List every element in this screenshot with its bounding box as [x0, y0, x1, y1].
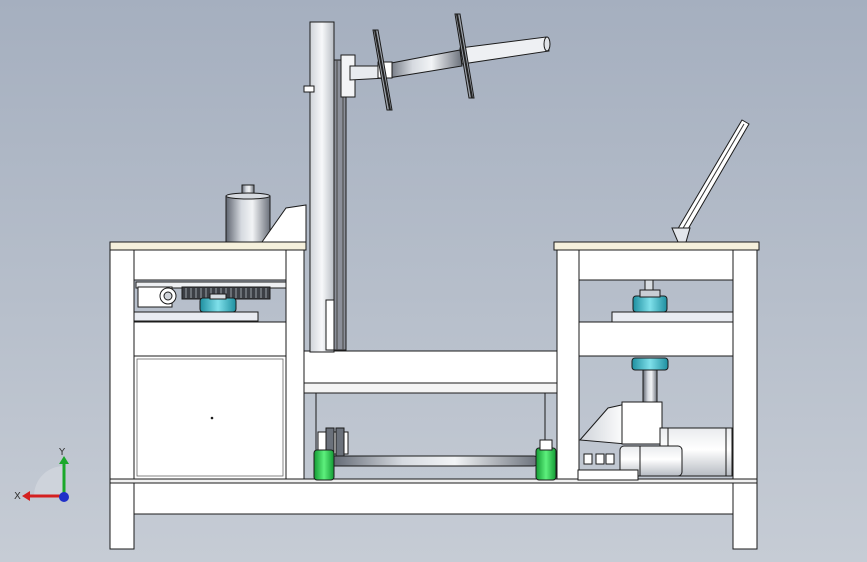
triad-y-label: Y — [58, 447, 66, 458]
left-table-top — [109, 241, 307, 251]
right-mechanism — [611, 279, 734, 323]
vertical-belt-wheel — [303, 21, 337, 353]
left-slide-plate — [133, 311, 259, 322]
teal-coupling-right — [632, 295, 668, 313]
triad-z-axis — [59, 492, 69, 502]
left-outer-leg — [109, 246, 135, 550]
bottom-shaft — [317, 427, 539, 467]
frame — [109, 246, 758, 550]
electric-motor — [577, 401, 733, 481]
right-slide-plate — [611, 311, 734, 323]
base-beam — [133, 480, 734, 515]
right-inner-leg — [556, 246, 580, 481]
coordinate-triad: X Y — [14, 447, 69, 502]
cabinet-door — [133, 355, 287, 480]
cylinder-weight — [225, 184, 271, 243]
adjust-lever — [671, 119, 750, 243]
teal-coupling-left — [199, 297, 237, 313]
grinding-disc-left — [372, 29, 393, 111]
green-bearing-blocks — [313, 439, 557, 481]
right-outer-leg — [732, 246, 758, 550]
left-inner-leg — [285, 246, 305, 481]
drive-belt — [333, 54, 356, 351]
middle-beam-upper — [303, 350, 558, 384]
triad-x-label: X — [14, 491, 21, 502]
grinding-disc-right — [454, 13, 475, 99]
wheel-bracket — [261, 204, 307, 243]
right-table-top — [553, 241, 760, 251]
left-mechanism — [133, 281, 287, 322]
